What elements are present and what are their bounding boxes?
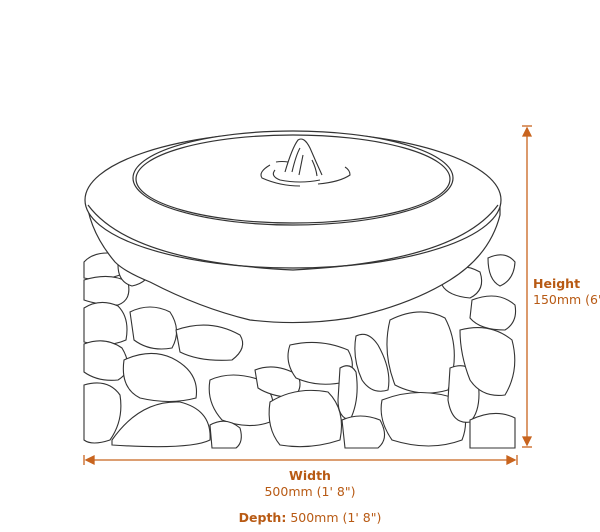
height-dimension-label: Height 150mm (6" bbox=[533, 276, 600, 308]
height-title: Height bbox=[533, 276, 581, 291]
width-title: Width bbox=[289, 468, 331, 483]
depth-dimension-label: Depth: 500mm (1' 8") bbox=[200, 510, 420, 526]
depth-value: 500mm (1' 8") bbox=[286, 510, 382, 525]
width-value: 500mm (1' 8") bbox=[264, 484, 356, 499]
depth-title: Depth: bbox=[238, 510, 287, 525]
pebbles bbox=[83, 252, 517, 449]
fountain-spout bbox=[260, 138, 351, 187]
height-value: 150mm (6" bbox=[533, 292, 600, 307]
dimension-lines bbox=[83, 125, 533, 466]
bowl bbox=[84, 130, 502, 324]
width-dimension-label: Width 500mm (1' 8") bbox=[200, 468, 420, 500]
